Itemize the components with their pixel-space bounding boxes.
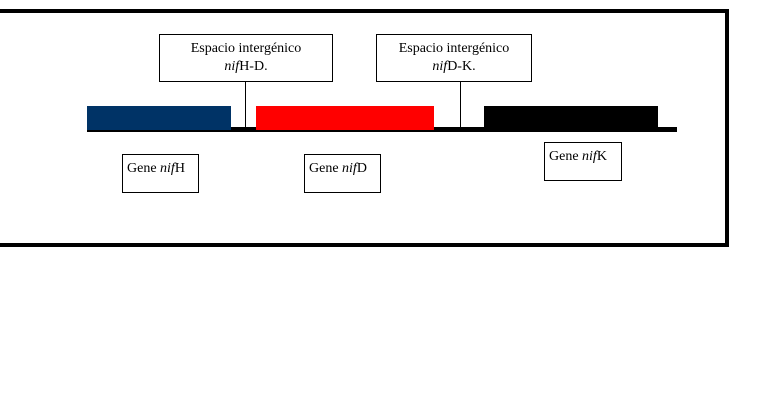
spacer-hd-gene-italic: nif xyxy=(224,59,240,74)
gene-nifk-italic: nif xyxy=(582,149,597,164)
spacer-hd-line1: Espacio intergénico xyxy=(190,41,302,56)
gene-nifd-label: Gene nifD xyxy=(304,154,381,193)
gene-nifk-prefix: Gene xyxy=(549,149,583,164)
spacer-dk-line1: Espacio intergénico xyxy=(398,41,510,56)
spacer-dk-gene-italic: nif xyxy=(432,59,448,74)
gene-nifh-suffix: H xyxy=(174,161,185,176)
spacer-dk-line2: nifD-K. xyxy=(377,58,531,76)
gene-nifh-label: Gene nifH xyxy=(122,154,199,193)
gene-nifd-italic: nif xyxy=(342,161,357,176)
spacer-hd-line2: nifH-D. xyxy=(160,58,332,76)
gene-nifk-bar xyxy=(484,106,658,130)
spacer-hd-gene-rest: H-D. xyxy=(239,59,268,74)
gene-nifd-suffix: D xyxy=(356,161,367,176)
gene-nifh-prefix: Gene xyxy=(127,161,161,176)
spacer-dk-gene-rest: D-K. xyxy=(447,59,476,74)
gene-nifh-bar xyxy=(87,106,231,130)
spacer-dk-connector xyxy=(460,81,461,128)
spacer-hd-connector xyxy=(245,81,246,128)
gene-nifd-bar xyxy=(256,106,434,130)
gene-nifd-prefix: Gene xyxy=(309,161,343,176)
gene-nifk-suffix: K xyxy=(596,149,607,164)
spacer-dk-label: Espacio intergénico nifD-K. xyxy=(376,34,532,82)
gene-nifk-label: Gene nifK xyxy=(544,142,622,181)
diagram-frame xyxy=(0,9,729,247)
spacer-hd-label: Espacio intergénico nifH-D. xyxy=(159,34,333,82)
gene-nifh-italic: nif xyxy=(160,161,175,176)
